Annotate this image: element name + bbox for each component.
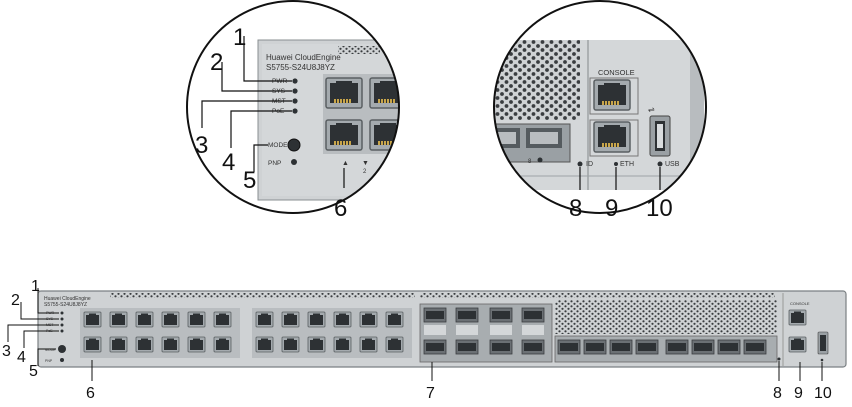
callout-3-zoom: 3 xyxy=(195,132,208,159)
left-callout-lines xyxy=(201,36,345,188)
callout-3: 3 xyxy=(2,343,11,360)
zoom-rj45-ports xyxy=(323,74,399,154)
right-zoom-detail: 8 CONSOLE ⇌ ID ETH USB xyxy=(493,0,707,214)
svg-text:MODE: MODE xyxy=(45,348,56,352)
mst-led xyxy=(292,98,298,104)
callout-1-zoom: 1 xyxy=(233,24,246,51)
usb-led xyxy=(657,161,663,167)
svg-text:PNP: PNP xyxy=(45,359,53,363)
callout-1: 1 xyxy=(31,278,40,295)
bottom-callout-lines xyxy=(7,288,823,381)
pnp-led xyxy=(291,159,297,165)
svg-text:▲: ▲ xyxy=(342,160,349,167)
usb-port xyxy=(649,115,671,157)
callout-6-zoom: 6 xyxy=(334,195,347,222)
right-callout-lines xyxy=(579,167,661,190)
rj45-block-1 xyxy=(80,308,240,358)
callout-8-zoom: 8 xyxy=(569,195,582,222)
eth-label: ETH xyxy=(620,161,634,168)
callout-10: 10 xyxy=(814,385,832,402)
pwr-led xyxy=(292,78,298,84)
usb-icon: ⇌ xyxy=(648,105,655,114)
sfp-block xyxy=(554,335,778,363)
id-led xyxy=(577,161,583,167)
callout-4-zoom: 4 xyxy=(222,149,235,176)
left-zoom-detail: Huawei CloudEngine S5755-S24U8J8YZ PWR S… xyxy=(186,0,400,214)
console-port xyxy=(589,77,639,115)
callout-9-zoom: 9 xyxy=(605,195,618,222)
pnp-label: PNP xyxy=(268,160,281,167)
panel-mode-button xyxy=(58,345,66,353)
callout-2: 2 xyxy=(11,292,20,309)
panel-brand: Huawei CloudEngine xyxy=(44,296,91,302)
device-brand: Huawei CloudEngine xyxy=(266,53,341,62)
console-label: CONSOLE xyxy=(598,68,635,77)
sys-led xyxy=(292,88,298,94)
svg-text:8: 8 xyxy=(528,159,532,165)
mode-button xyxy=(287,138,301,152)
svg-text:▼: ▼ xyxy=(362,160,369,167)
callout-4: 4 xyxy=(17,349,26,366)
callout-8: 8 xyxy=(773,385,782,402)
rj45-block-2 xyxy=(252,308,412,358)
callout-10-zoom: 10 xyxy=(646,195,673,222)
callout-7: 7 xyxy=(426,385,435,402)
switch-front-panel: Huawei CloudEngine S5755-S24U8J8YZ PWR S… xyxy=(37,290,847,368)
callout-5: 5 xyxy=(29,363,38,380)
svg-text:2: 2 xyxy=(363,169,367,175)
multigig-block xyxy=(419,303,553,363)
eth-port xyxy=(589,119,639,157)
svg-text:CONSOLE: CONSOLE xyxy=(790,301,810,306)
svg-text:3: 3 xyxy=(384,169,388,175)
poe-led xyxy=(292,108,298,114)
callout-2-zoom: 2 xyxy=(210,49,223,76)
callout-6: 6 xyxy=(86,385,95,402)
callout-9: 9 xyxy=(794,385,803,402)
callout-5-zoom: 5 xyxy=(243,167,256,194)
usb-label: USB xyxy=(665,161,680,168)
panel-usb-port xyxy=(817,331,829,355)
panel-model: S5755-S24U8J8YZ xyxy=(44,302,87,308)
id-label: ID xyxy=(586,161,593,168)
mode-label: MODE xyxy=(268,142,288,149)
device-model: S5755-S24U8J8YZ xyxy=(266,63,335,72)
